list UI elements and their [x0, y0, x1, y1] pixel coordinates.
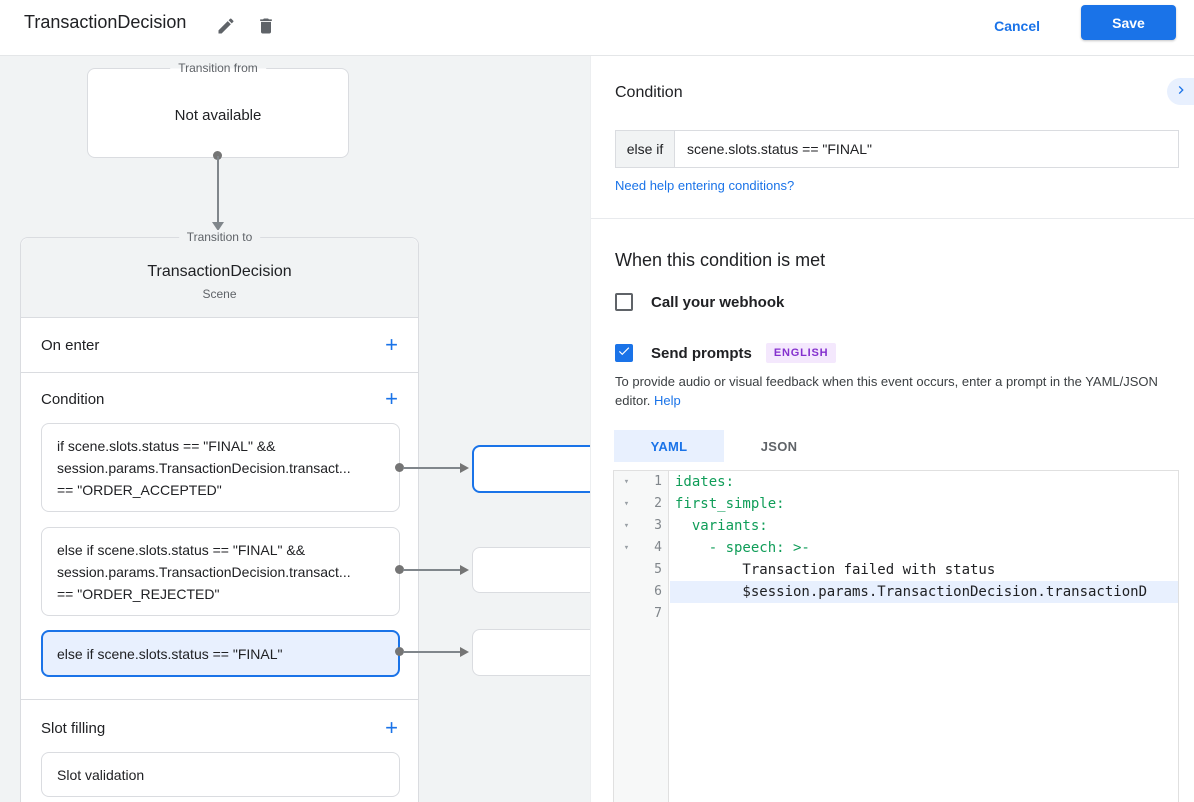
scene-card: Transition to TransactionDecision Scene …: [20, 230, 419, 802]
condition-expression-input[interactable]: [675, 130, 1179, 168]
help-link[interactable]: Help: [654, 393, 681, 408]
code-line: ▾ 1 idates:: [614, 471, 1178, 493]
transition-from-legend: Transition from: [170, 61, 266, 75]
connector-line: [217, 156, 219, 222]
code-line: ▾ 2 first_simple:: [614, 493, 1178, 515]
line-number: 6: [654, 584, 662, 599]
code-line: 7: [614, 603, 1178, 625]
fold-gutter: [614, 559, 639, 581]
transition-to-legend: Transition to: [178, 230, 261, 244]
code-text: $session.params.TransactionDecision.tran…: [670, 581, 1178, 603]
add-slot-button[interactable]: +: [385, 715, 398, 740]
save-button[interactable]: Save: [1081, 5, 1176, 40]
send-prompts-label: Send prompts: [651, 344, 752, 362]
on-enter-label: On enter: [41, 336, 100, 354]
edit-button[interactable]: [212, 13, 240, 41]
code-text: idates:: [675, 474, 735, 490]
fold-gutter: [614, 603, 639, 625]
code-text: variants:: [675, 518, 768, 534]
scene-diagram: Transition from Not available Transition…: [0, 56, 590, 802]
condition-card-order-accepted[interactable]: if scene.slots.status == "FINAL" && sess…: [41, 423, 400, 512]
condition-help-link[interactable]: Need help entering conditions?: [615, 178, 795, 193]
code-line: ▾ 4 - speech: >-: [614, 537, 1178, 559]
code-text: - speech: >-: [675, 540, 810, 556]
transition-target-box[interactable]: [472, 547, 590, 593]
when-condition-met-title: When this condition is met: [615, 250, 826, 270]
slot-filling-label: Slot filling: [41, 719, 106, 737]
line-number: 7: [654, 606, 662, 621]
fold-arrow-icon[interactable]: ▾: [623, 499, 630, 509]
code-line: 5 Transaction failed with status: [614, 559, 1178, 581]
chevron-right-icon: [1173, 82, 1189, 101]
condition-section: Condition + if scene.slots.status == "FI…: [21, 373, 418, 700]
panel-title: Condition: [615, 84, 683, 101]
line-number: 4: [654, 540, 662, 555]
add-condition-button[interactable]: +: [385, 386, 398, 411]
prompt-description: To provide audio or visual feedback when…: [615, 372, 1175, 410]
code-text: [670, 603, 1178, 625]
condition-editor-panel: Condition else if Need help entering con…: [590, 56, 1194, 802]
editor-tabs: YAML JSON: [614, 430, 834, 462]
condition-prefix: else if: [615, 130, 675, 168]
prompt-description-text: To provide audio or visual feedback when…: [615, 374, 1158, 408]
send-prompts-row: Send prompts ENGLISH: [615, 343, 837, 363]
trash-icon: [256, 16, 276, 39]
condition-card-final-selected[interactable]: else if scene.slots.status == "FINAL": [41, 630, 400, 677]
scene-card-header: TransactionDecision Scene: [21, 238, 418, 318]
cancel-button[interactable]: Cancel: [986, 8, 1048, 44]
connector-line: [403, 467, 461, 469]
page-title: TransactionDecision: [24, 12, 187, 32]
editor-gutter: [614, 471, 669, 802]
connector-dot: [213, 151, 222, 160]
slot-filling-section: Slot filling +: [21, 700, 418, 752]
code-text: Transaction failed with status: [675, 562, 996, 578]
line-number: 2: [654, 496, 662, 511]
connector-line: [403, 569, 461, 571]
tab-yaml[interactable]: YAML: [614, 430, 724, 462]
top-bar: TransactionDecision Cancel Save: [0, 0, 1194, 56]
webhook-row: Call your webhook: [615, 293, 784, 311]
divider: [591, 218, 1194, 219]
connector-line: [403, 651, 461, 653]
language-badge: ENGLISH: [765, 343, 837, 363]
code-line-highlighted: 6 $session.params.TransactionDecision.tr…: [614, 581, 1178, 603]
transition-target-box-selected[interactable]: [472, 445, 590, 493]
transition-target-box[interactable]: [472, 629, 590, 676]
code-text: first_simple:: [675, 496, 785, 512]
call-webhook-checkbox[interactable]: [615, 293, 633, 311]
arrow-right-icon: [460, 647, 469, 657]
collapse-panel-button[interactable]: [1167, 78, 1194, 105]
pencil-icon: [216, 16, 236, 39]
delete-button[interactable]: [252, 13, 280, 41]
send-prompts-checkbox[interactable]: [615, 344, 633, 362]
transition-from-value: Not available: [174, 107, 262, 124]
check-icon: [617, 344, 631, 363]
call-webhook-label: Call your webhook: [651, 293, 785, 311]
line-number: 3: [654, 518, 662, 533]
code-line: ▾ 3 variants:: [614, 515, 1178, 537]
add-on-enter-button[interactable]: +: [385, 332, 398, 357]
scene-name: TransactionDecision: [147, 263, 292, 280]
on-enter-section: On enter +: [21, 318, 418, 373]
condition-section-label: Condition: [41, 390, 105, 408]
fold-arrow-icon[interactable]: ▾: [623, 521, 630, 531]
connector-dot: [395, 565, 404, 574]
tab-json[interactable]: JSON: [760, 438, 798, 454]
yaml-code-editor[interactable]: ▾ 1 idates: ▾ 2 first_simple: ▾ 3 varian…: [613, 470, 1179, 802]
scene-type-label: Scene: [202, 287, 237, 301]
arrow-down-icon: [212, 222, 224, 231]
condition-card-order-rejected[interactable]: else if scene.slots.status == "FINAL" &&…: [41, 527, 400, 616]
arrow-right-icon: [460, 463, 469, 473]
fold-arrow-icon[interactable]: ▾: [623, 543, 630, 553]
transition-from-box: Transition from Not available: [87, 61, 349, 158]
condition-expression-row: else if: [615, 130, 1179, 168]
connector-dot: [395, 463, 404, 472]
connector-dot: [395, 647, 404, 656]
fold-gutter: [614, 581, 639, 603]
line-number: 1: [654, 474, 662, 489]
fold-arrow-icon[interactable]: ▾: [623, 477, 630, 487]
arrow-right-icon: [460, 565, 469, 575]
slot-validation-card[interactable]: Slot validation: [41, 752, 400, 797]
line-number: 5: [654, 562, 662, 577]
